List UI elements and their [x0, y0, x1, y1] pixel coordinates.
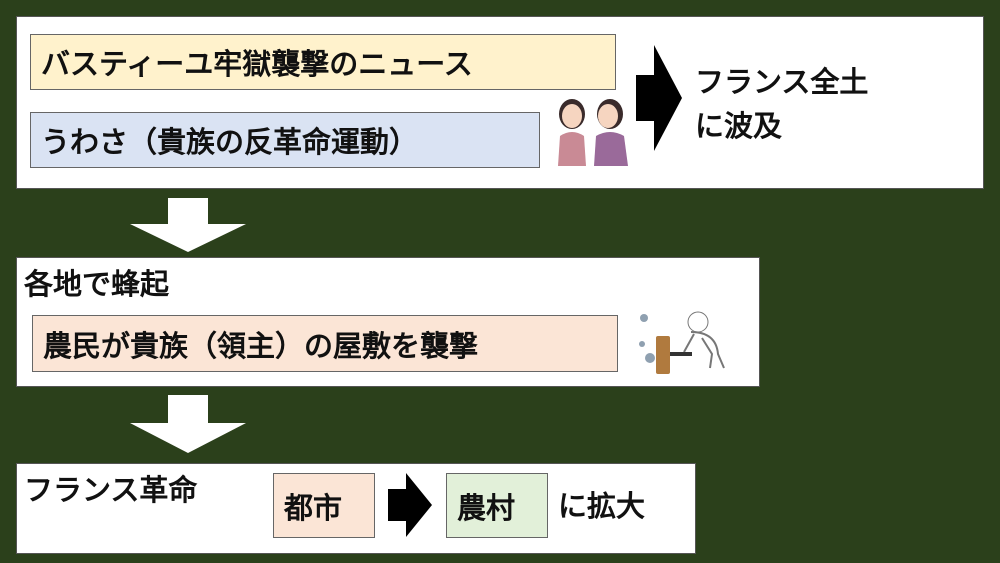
down-arrow-icon: [130, 395, 246, 453]
city-box: 都市: [273, 473, 375, 538]
right-arrow-icon: [388, 473, 432, 537]
attack-box: 農民が貴族（領主）の屋敷を襲撃: [32, 315, 618, 372]
spread-result-line2: に波及: [695, 109, 783, 143]
down-arrow-icon: [130, 198, 246, 252]
news-box: バスティーユ牢獄襲撃のニュース: [30, 34, 616, 90]
uprising-title: 各地で蜂起: [24, 267, 170, 301]
revolution-title: フランス革命: [24, 473, 198, 507]
expand-label: に拡大: [558, 489, 646, 523]
spread-result-line1: フランス全土: [695, 65, 869, 99]
right-arrow-icon: [636, 45, 682, 151]
village-box: 農村: [446, 473, 548, 538]
rumor-box: うわさ（貴族の反革命運動）: [30, 112, 540, 168]
hammer-man-illustration: [639, 311, 725, 374]
gossiping-women-illustration: [558, 99, 628, 166]
